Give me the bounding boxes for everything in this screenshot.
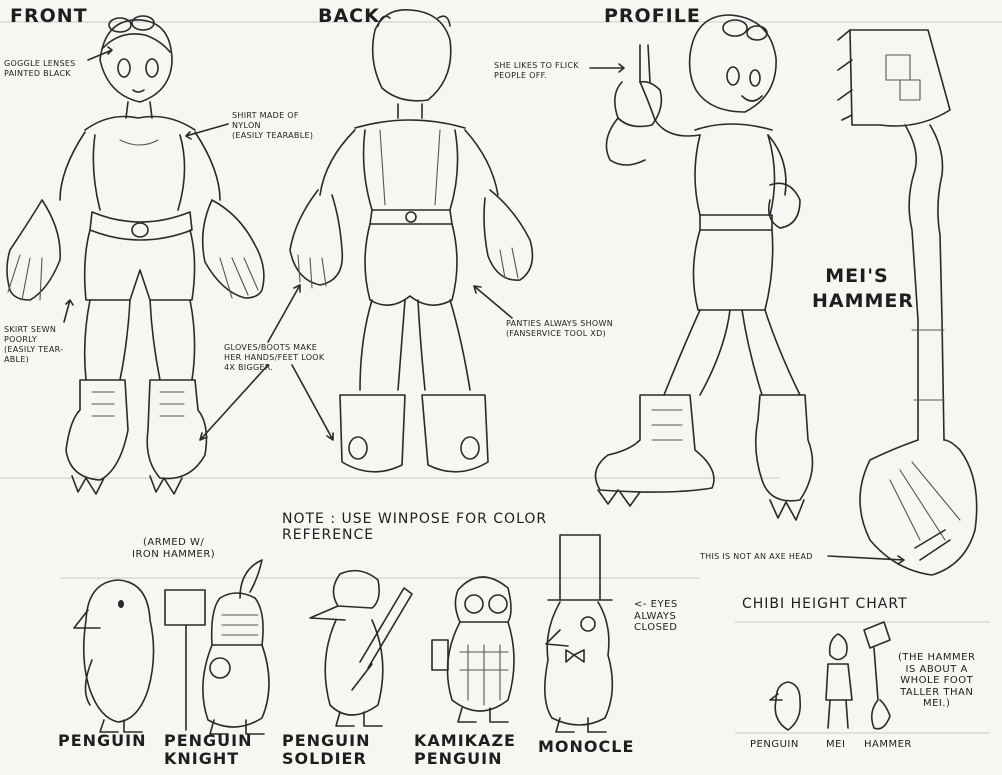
penguin-label: PENGUIN SOLDIER: [282, 731, 371, 769]
penguin-label: PENGUIN: [58, 731, 147, 750]
hammer-drawing: [837, 29, 978, 576]
annotation-goggles: GOGGLE LENSES PAINTED BLACK: [4, 59, 76, 78]
back-figure: [289, 9, 534, 473]
annotation-gloves: GLOVES/BOOTS MAKE HER HANDS/FEET LOOK 4X…: [224, 343, 325, 372]
annotation-skirt: SKIRT SEWN POORLY (EASILY TEAR- ABLE): [4, 325, 64, 364]
heading-chibi-chart: CHIBI HEIGHT CHART: [742, 596, 908, 612]
chibi-label: MEI: [826, 739, 846, 750]
annotation-eyes-closed: <- EYES ALWAYS CLOSED: [634, 599, 678, 633]
annotation-arrows: [63, 46, 905, 565]
annotation-hammer-height: (THE HAMMER IS ABOUT A WHOLE FOOT TALLER…: [898, 652, 976, 709]
front-figure: [6, 15, 265, 495]
chibi-label: HAMMER: [864, 739, 912, 750]
penguin-label: PENGUIN KNIGHT: [164, 731, 253, 769]
note-color-reference: NOTE : USE WINPOSE FOR COLOR REFERENCE: [282, 511, 548, 544]
penguin-label: MONOCLE: [538, 737, 635, 756]
penguin-label: KAMIKAZE PENGUIN: [414, 731, 516, 769]
annotation-not-axe: THIS IS NOT AN AXE HEAD: [700, 552, 813, 561]
chibi-label: PENGUIN: [750, 739, 799, 750]
heading-profile: PROFILE: [604, 5, 701, 27]
annotation-panties: PANTIES ALWAYS SHOWN (FANSERVICE TOOL XD…: [506, 319, 614, 338]
heading-back: BACK: [318, 5, 380, 27]
profile-figure: [594, 14, 814, 521]
annotation-shirt: SHIRT MADE OF NYLON (EASILY TEARABLE): [232, 111, 314, 140]
annotation-flick: SHE LIKES TO FLICK PEOPLE OFF.: [494, 61, 579, 80]
penguin-drawings: [73, 534, 614, 735]
annotation-armed: (ARMED W/ IRON HAMMER): [132, 537, 216, 560]
heading-hammer: MEI'S HAMMER: [812, 265, 915, 312]
heading-front: FRONT: [10, 5, 88, 27]
chibi-drawings: [769, 621, 891, 731]
